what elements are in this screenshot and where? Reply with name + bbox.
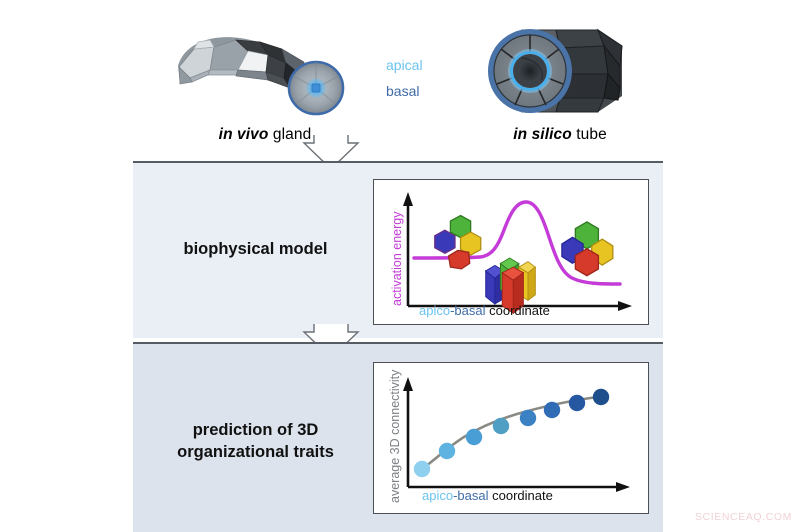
gland-caption-regular: gland	[268, 126, 312, 143]
chart-activation-energy: activation energy apico-basal coordinate	[373, 179, 649, 325]
panel-biophysical-model: biophysical model	[133, 161, 663, 338]
cell-rosette-right	[561, 221, 614, 277]
activation-energy-xlabel: apico-basal coordinate	[419, 303, 550, 318]
legend-apical-label: apical	[386, 57, 423, 73]
connectivity-data-points	[413, 388, 610, 478]
xlabel-basal-part: -basal	[450, 303, 490, 318]
gland-illustration	[178, 37, 345, 116]
in-silico-tube-render: in silico tube	[470, 18, 650, 153]
xlabel-coordinate-part: coordinate	[489, 303, 550, 318]
activation-energy-ylabel: activation energy	[390, 211, 404, 306]
panel-prediction-label-line1: prediction of 3D	[192, 421, 319, 439]
tube-caption-italic: in silico	[513, 126, 572, 143]
apical-basal-legend: apical basal	[386, 52, 476, 104]
tube-caption-regular: tube	[571, 126, 607, 143]
connectivity-plot	[403, 377, 630, 492]
tube-front-face	[488, 29, 572, 113]
panel-prediction-label: prediction of 3D organizational traits	[133, 419, 378, 463]
panel-prediction-label-line2: organizational traits	[177, 443, 334, 461]
panel-biophysical-model-label: biophysical model	[183, 240, 328, 258]
connectivity-xlabel: apico-basal coordinate	[422, 488, 553, 503]
chart-3d-connectivity: average 3D connectivity apico-basal coor…	[373, 362, 649, 514]
gland-lumen-opening	[287, 60, 345, 116]
watermark: SCIENCEAQ.COM	[694, 511, 792, 523]
activation-energy-plot	[403, 192, 632, 315]
gland-caption-italic: in vivo	[218, 126, 269, 143]
in-vivo-gland-caption: in vivo gland	[170, 126, 360, 144]
xlabel-apico-part: apico	[419, 303, 451, 318]
cell-prism-cluster-mid	[484, 257, 537, 315]
connectivity-ylabel: average 3D connectivity	[388, 369, 402, 503]
xlabel-coordinate-part: coordinate	[492, 488, 553, 503]
activation-energy-curve	[412, 200, 622, 286]
xlabel-apico-part: apico	[422, 488, 454, 503]
cell-cluster-flat-left	[434, 214, 482, 270]
in-silico-tube-caption: in silico tube	[470, 126, 650, 144]
tube-illustration	[488, 28, 623, 113]
xlabel-basal-part: -basal	[453, 488, 493, 503]
in-vivo-gland-render: in vivo gland	[170, 18, 360, 153]
legend-basal-label: basal	[386, 83, 420, 99]
panel-prediction-3d-traits: prediction of 3D organizational traits	[133, 342, 663, 532]
axes	[403, 377, 630, 492]
